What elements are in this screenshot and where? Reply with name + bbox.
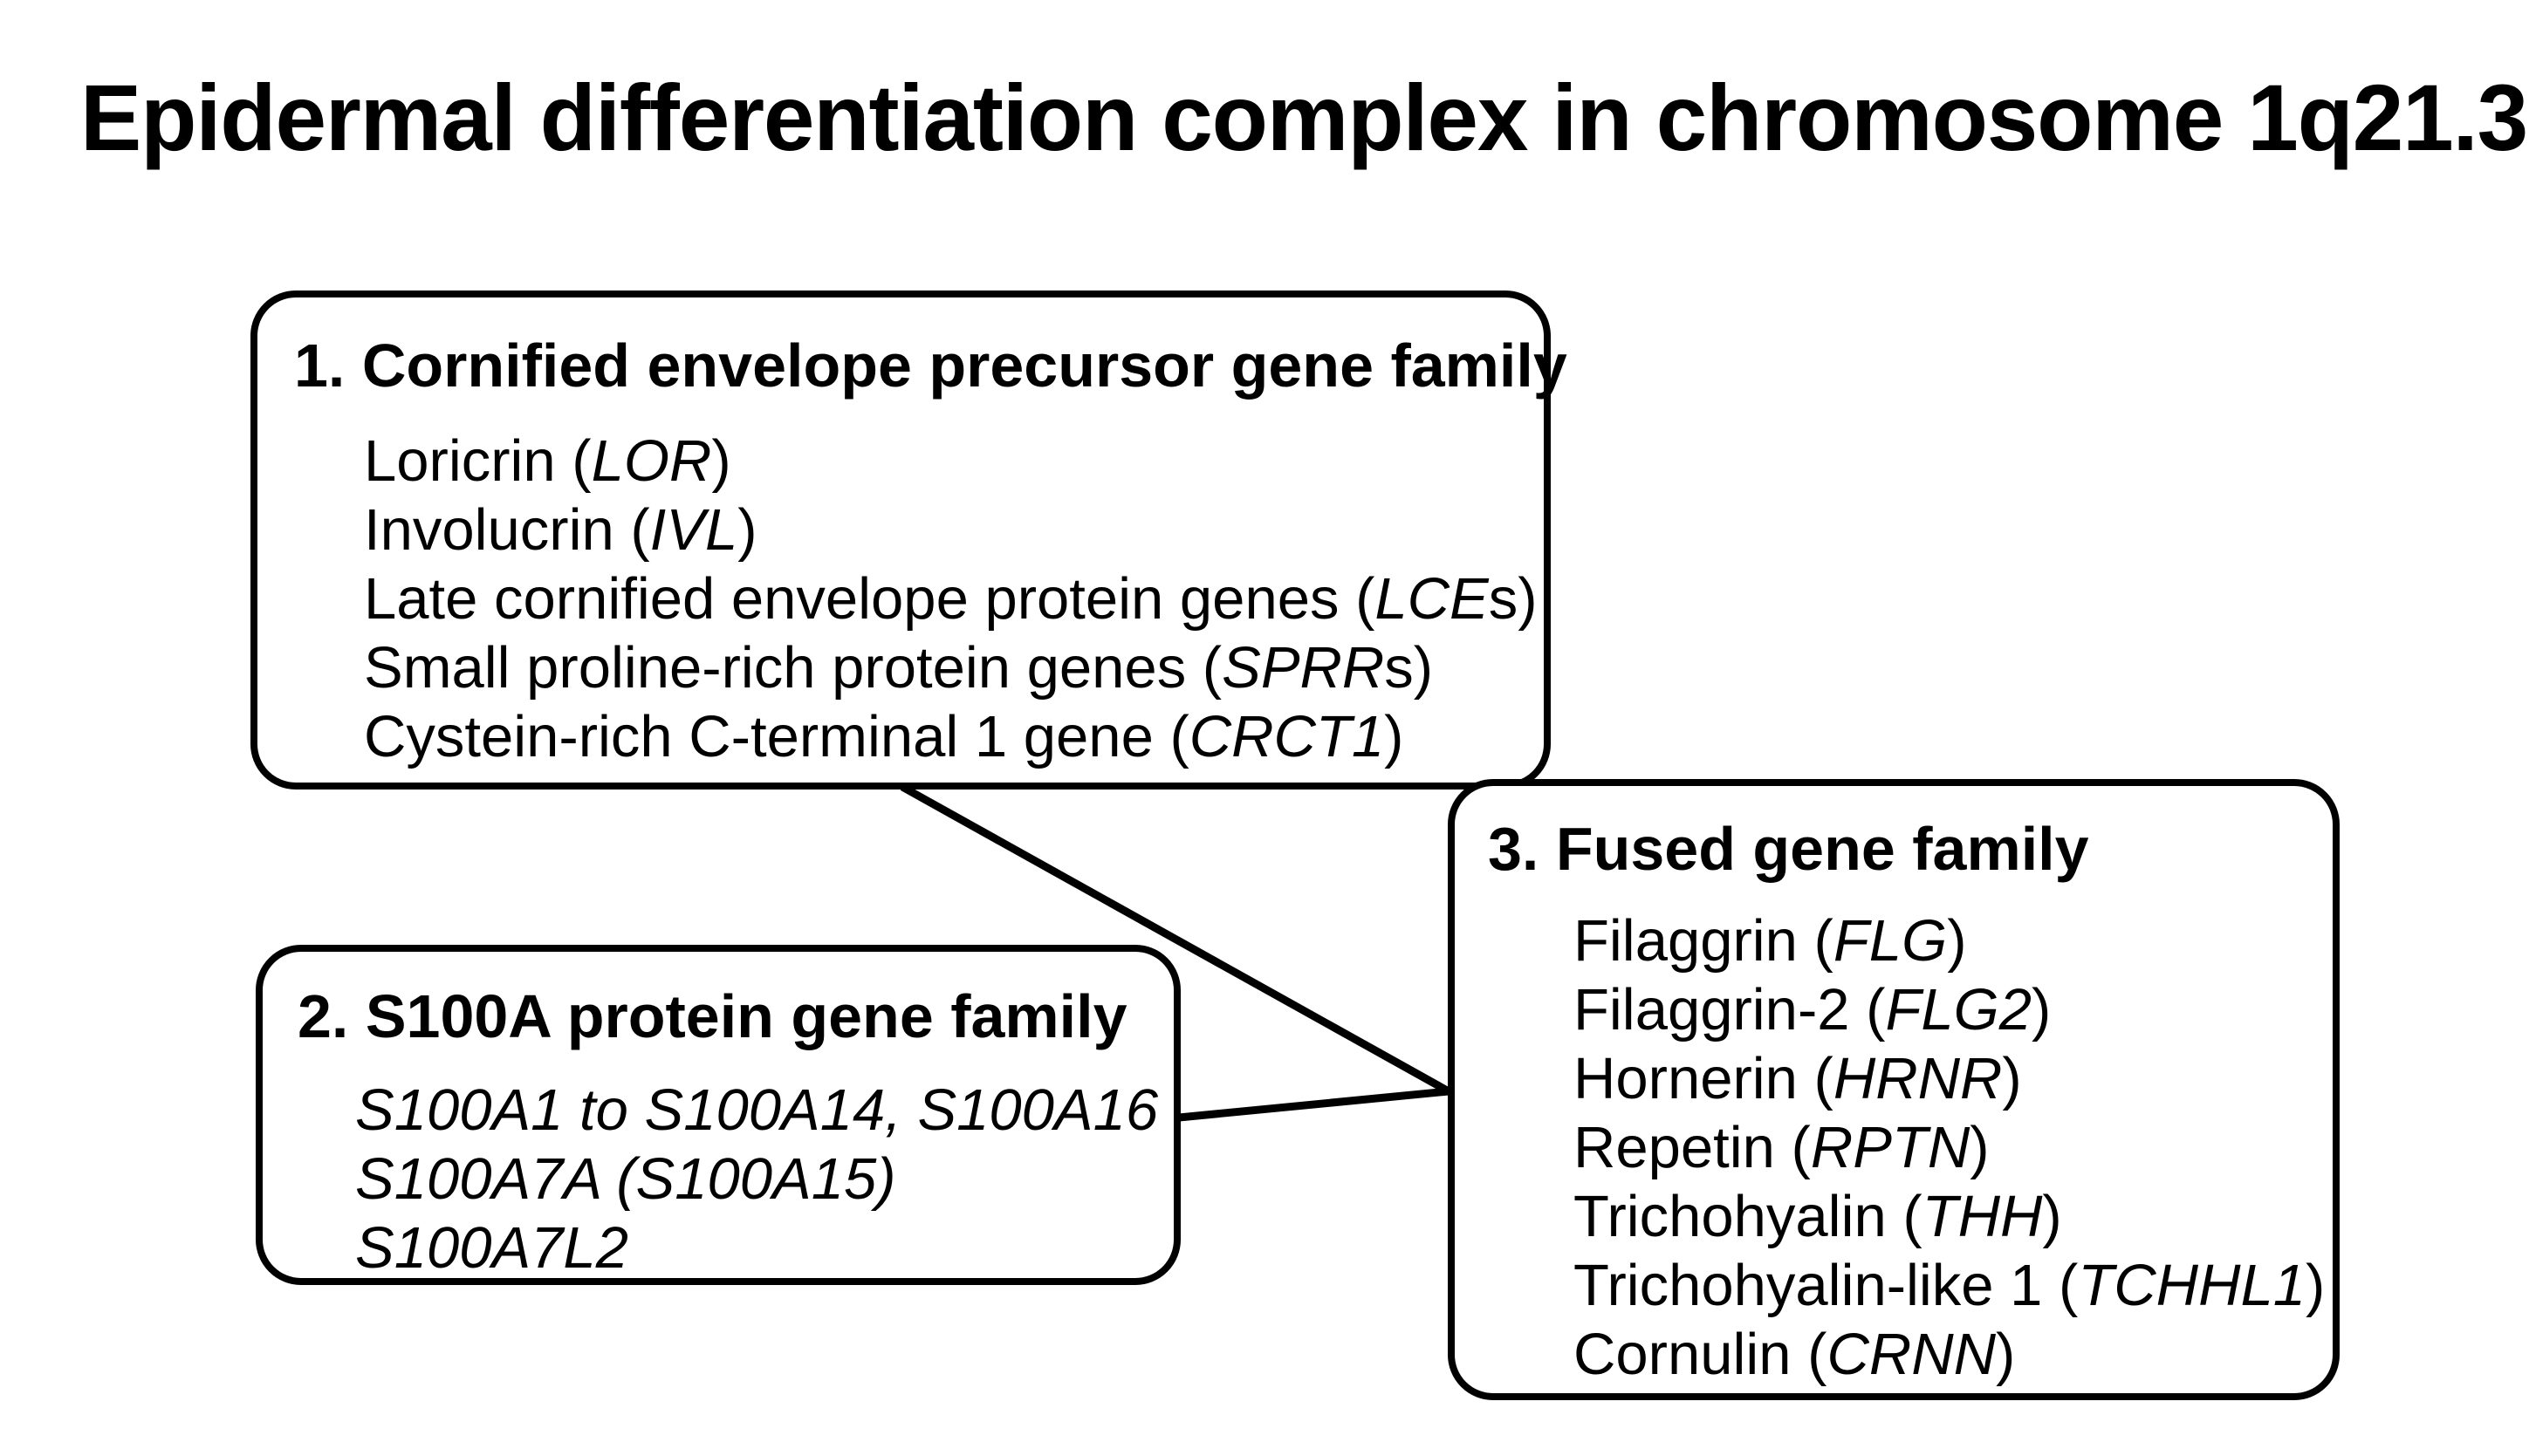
gene-list-item: Loricrin (LOR) [364,428,731,494]
box-1-heading: 1. Cornified envelope precursor gene fam… [294,332,1567,400]
gene-list-item: Cystein-rich C-terminal 1 gene (CRCT1) [364,704,1404,769]
gene-list-item: S100A7L2 [355,1215,628,1281]
gene-list-item: S100A1 to S100A14, S100A16 [355,1077,1159,1143]
gene-list-item: Late cornified envelope protein genes (L… [364,566,1538,632]
box-3-heading: 3. Fused gene family [1488,815,2089,883]
gene-symbol: FLG [1833,908,1948,974]
box-1-gene-list: Loricrin (LOR)Involucrin (IVL)Late corni… [364,427,1538,771]
gene-list-item: Filaggrin-2 (FLG2) [1573,977,2052,1042]
gene-symbol: HRNR [1833,1046,2003,1111]
gene-symbol: LOR [591,428,712,494]
gene-list-item: Trichohyalin (THH) [1573,1184,2062,1249]
gene-symbol: SPRR [1222,635,1385,701]
gene-list-item: Hornerin (HRNR) [1573,1046,2022,1111]
gene-family-box-3: 3. Fused gene family Filaggrin (FLG)Fila… [1448,779,2340,1400]
gene-symbol: CRCT1 [1189,704,1385,769]
gene-symbol: FLG2 [1885,977,2032,1042]
gene-symbol: TCHHL1 [2078,1253,2306,1318]
gene-symbol: IVL [649,497,738,563]
box-3-gene-list: Filaggrin (FLG)Filaggrin-2 (FLG2)Horneri… [1573,906,2325,1389]
gene-family-box-2: 2. S100A protein gene family S100A1 to S… [256,945,1181,1285]
gene-list-item: Cornulin (CRNN) [1573,1322,2016,1387]
page-title: Epidermal differentiation complex in chr… [80,65,2528,170]
box-2-heading: 2. S100A protein gene family [298,982,1127,1050]
gene-symbol: CRNN [1826,1322,1996,1387]
gene-symbol: THH [1922,1184,2043,1249]
connector-box2-to-box3 [1178,1087,1450,1122]
gene-family-box-1: 1. Cornified envelope precursor gene fam… [250,291,1567,790]
gene-list-item: Repetin (RPTN) [1573,1115,1990,1180]
gene-list-item: Involucrin (IVL) [364,497,757,563]
gene-symbol: RPTN [1810,1115,1970,1180]
gene-list-item: Small proline-rich protein genes (SPRRs) [364,635,1434,701]
gene-list-item: Trichohyalin-like 1 (TCHHL1) [1573,1253,2326,1318]
gene-symbol: LCE [1374,566,1489,632]
gene-list-item: S100A7A (S100A15) [355,1146,896,1212]
gene-list-item: Filaggrin (FLG) [1573,908,1967,974]
